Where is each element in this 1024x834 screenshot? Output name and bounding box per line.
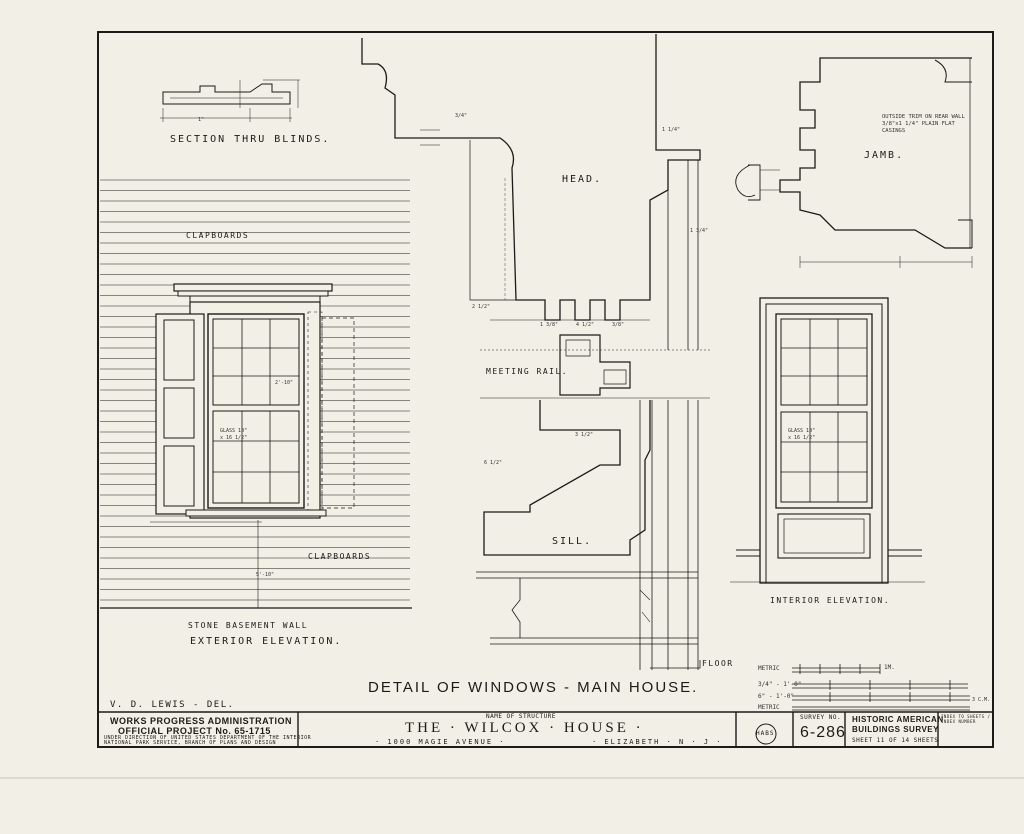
title-block-frame: [98, 711, 993, 747]
dimension-label: 1 3/8": [540, 322, 559, 328]
structure-caption: NAME OF STRUCTURE: [486, 713, 556, 720]
dimension-label: 1": [198, 117, 205, 123]
clapboards-upper-label: CLAPBOARDS: [186, 231, 250, 240]
blinds-section-label: SECTION THRU BLINDS.: [170, 134, 331, 145]
exterior-glass-note: GLASS 10" x 16 1/2": [220, 428, 248, 441]
scale-bars: [792, 664, 970, 711]
program-line-2: BUILDINGS SURVEY: [852, 725, 939, 734]
survey-number: 6-286: [800, 724, 846, 741]
dimension-label: 3 1/2": [575, 432, 594, 438]
sill-label: SILL.: [552, 536, 593, 547]
dimension-label: 4 1/2": [576, 322, 595, 328]
sheet-number: SHEET 11 OF 14 SHEETS: [852, 737, 939, 744]
index-caption: INDEX TO SHEETS / INDEX NUMBER: [941, 714, 991, 724]
meeting-rail-label: MEETING RAIL.: [486, 367, 569, 376]
interior-glass-note: GLASS 10" x 16 1/2": [788, 428, 816, 441]
clapboards-lower-label: CLAPBOARDS: [308, 552, 372, 561]
survey-caption: SURVEY NO.: [800, 714, 842, 721]
agency-line-2: OFFICIAL PROJECT No. 65-1715: [118, 726, 271, 736]
interior-elevation-title: INTERIOR ELEVATION.: [770, 596, 891, 605]
meeting-rail-drawing: [480, 334, 710, 399]
sheet-border: [97, 31, 994, 748]
sill-detail-drawing: [476, 400, 701, 670]
draftsman-credit: V. D. LEWIS - DEL.: [110, 700, 235, 710]
structure-city: · ELIZABETH · N · J ·: [592, 738, 723, 746]
dimension-label: 6 1/2": [484, 460, 503, 466]
dimension-label: 2'-10": [275, 380, 294, 386]
exterior-elevation-title: EXTERIOR ELEVATION.: [190, 636, 343, 647]
structure-address: · 1000 MAGIE AVENUE ·: [375, 738, 506, 746]
jamb-label: JAMB.: [864, 150, 905, 161]
exterior-elevation-drawing: [100, 179, 412, 609]
scale-label-3-4: 3/4" - 1'-0": [758, 681, 802, 688]
scale-label-metric-2: METRIC: [758, 704, 780, 711]
outside-trim-note: OUTSIDE TRIM ON REAR WALL 3/8"x1 1/4" PL…: [882, 114, 965, 134]
program-line-1: HISTORIC AMERICAN: [852, 715, 944, 724]
agency-line-3: UNDER DIRECTION OF UNITED STATES DEPARTM…: [104, 735, 312, 741]
floor-label: FLOOR: [702, 659, 734, 668]
agency-line-1: WORKS PROGRESS ADMINISTRATION: [110, 716, 293, 726]
blinds-section-drawing: [160, 79, 300, 122]
dimension-label: 3/4": [455, 113, 468, 119]
dimension-label: 5'-10": [256, 572, 275, 578]
dimension-label: 3/8": [612, 322, 625, 328]
head-label: HEAD.: [562, 174, 603, 185]
habs-seal: HABS: [756, 730, 775, 737]
dimension-label: 1 1/4": [662, 127, 681, 133]
dimension-label: 2 1/2": [472, 304, 491, 310]
interior-elevation-drawing: [730, 297, 925, 584]
jamb-detail-drawing: [735, 57, 973, 268]
scale-end-label-2: 3 C.M.: [972, 697, 991, 703]
head-detail-drawing: [361, 34, 710, 351]
dimension-label: 1 3/4": [690, 228, 709, 234]
agency-line-4: NATIONAL PARK SERVICE, BRANCH OF PLANS A…: [104, 740, 277, 746]
scale-label-metric-1: METRIC: [758, 665, 780, 672]
scale-label-6: 6" - 1'-0": [758, 693, 795, 700]
basement-wall-label: STONE BASEMENT WALL: [188, 621, 309, 630]
structure-name: THE · WILCOX · HOUSE ·: [405, 720, 644, 736]
scale-end-label-1: 1M.: [884, 664, 895, 671]
drawing-title: DETAIL OF WINDOWS - MAIN HOUSE.: [368, 679, 699, 696]
